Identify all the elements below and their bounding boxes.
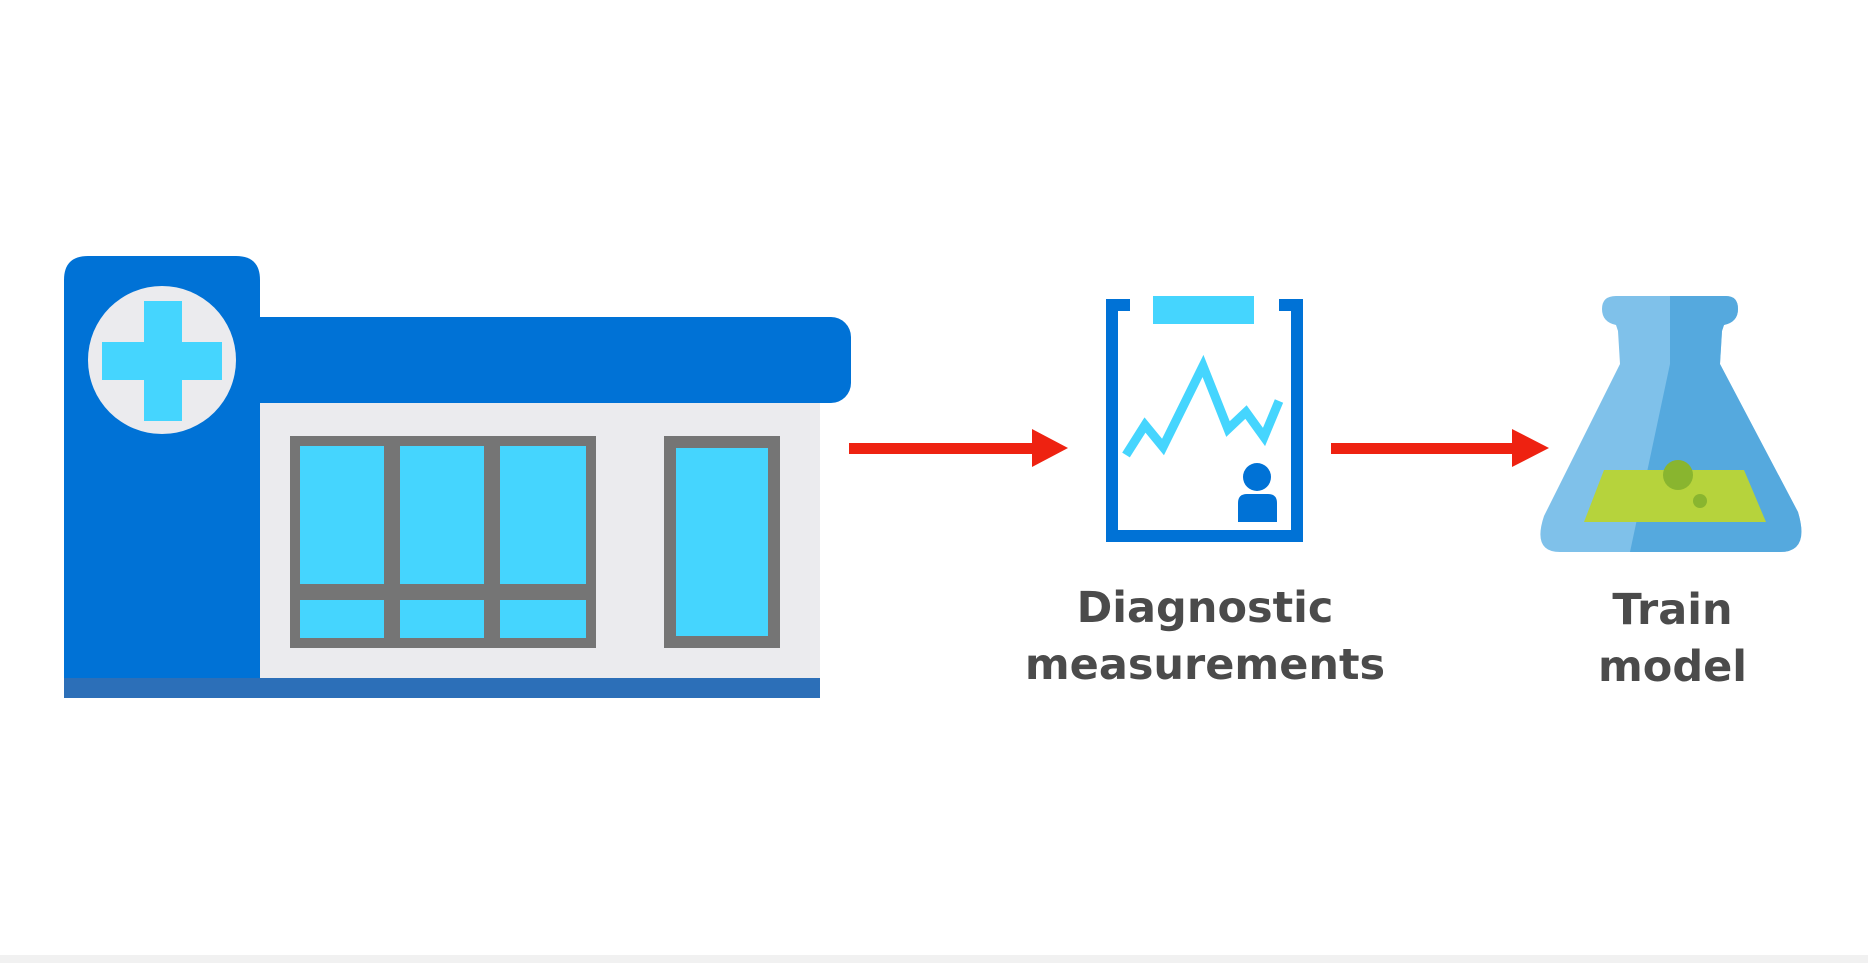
train-model-label: Train model <box>1540 582 1805 696</box>
medical-cross-icon <box>88 286 236 434</box>
arrow-diagnostic-to-train <box>1331 429 1549 467</box>
flask-icon <box>1540 296 1802 552</box>
bubble-icon <box>1693 494 1707 508</box>
diagnostic-label-line-1: Diagnostic <box>1076 583 1334 633</box>
clipboard-clip <box>1153 296 1254 324</box>
bottom-edge-strip <box>0 955 1868 963</box>
person-icon <box>1238 463 1277 522</box>
train-label-line-2: model <box>1597 642 1748 692</box>
train-label-line-1: Train <box>1612 585 1733 635</box>
diagnostic-label-line-2: measurements <box>1024 640 1386 690</box>
hospital-window-small <box>664 436 780 648</box>
hospital-icon <box>64 256 851 698</box>
chart-line-icon <box>1122 354 1284 458</box>
clipboard-chart-icon <box>1106 296 1303 542</box>
hospital-ground <box>64 676 820 698</box>
hospital-roof <box>240 317 851 403</box>
hospital-window-large <box>290 436 596 648</box>
flask-liquid <box>1584 470 1766 522</box>
bubble-icon <box>1663 460 1693 490</box>
arrow-hospital-to-diagnostic <box>849 429 1068 467</box>
diagnostic-measurements-label: Diagnostic measurements <box>1005 580 1405 694</box>
